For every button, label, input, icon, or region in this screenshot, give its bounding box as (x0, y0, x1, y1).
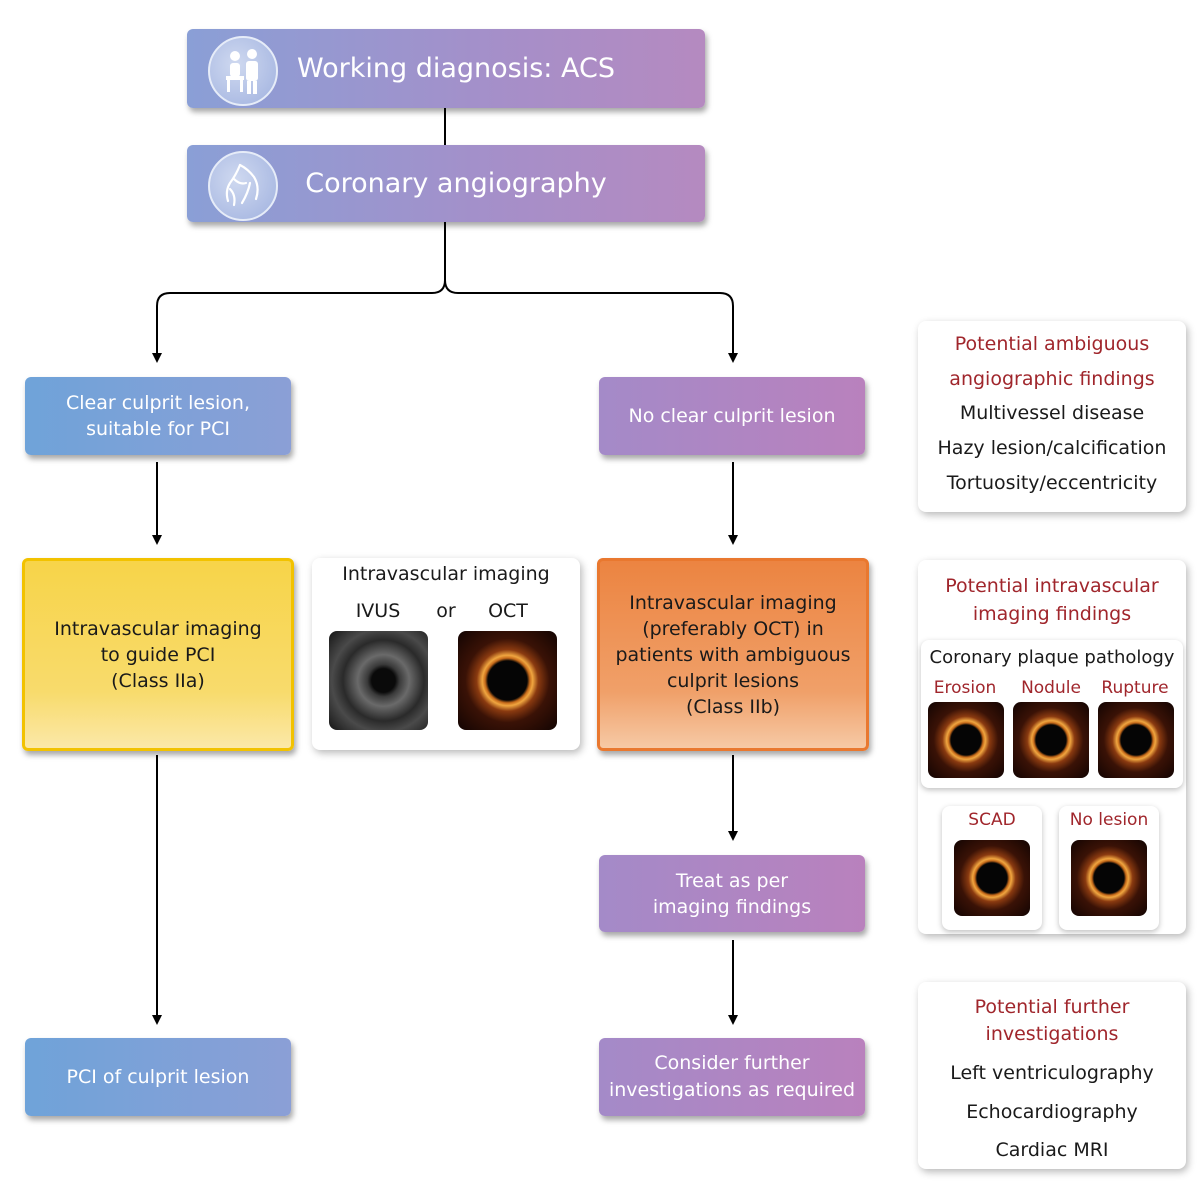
ambiguous-item: Multivessel disease (959, 402, 1145, 424)
rupture-image (1098, 702, 1174, 778)
scad-subpanel: SCAD (942, 806, 1042, 930)
ivf-title-line-1: Potential intravascular (945, 575, 1159, 597)
ivus-label: IVUS (355, 600, 401, 622)
further-title-line-1: Potential further (974, 996, 1130, 1018)
treat-as-per-box: Treat as per imaging findings (599, 855, 865, 932)
connector-angiography-split-right (444, 279, 738, 363)
clear-culprit-line-2: suitable for PCI (86, 418, 230, 440)
ivi-guide-line-2: to guide PCI (100, 643, 216, 666)
scad-label: SCAD (968, 810, 1016, 830)
rupture-label: Rupture (1101, 678, 1169, 698)
treat-line-1: Treat as per (675, 869, 789, 892)
plaque-pathology-subpanel: Coronary plaque pathology Erosion Nodule… (921, 640, 1183, 788)
scad-image (954, 840, 1030, 916)
ivus-image (329, 631, 428, 730)
ivi-oct-line-4: culprit lesions (666, 669, 800, 692)
consider-line-2: investigations as required (608, 1079, 856, 1101)
imaging-panel-title: Intravascular imaging (342, 563, 550, 585)
no-lesion-subpanel: No lesion (1059, 806, 1159, 930)
ambiguous-item: Tortuosity/eccentricity (946, 472, 1158, 494)
clear-culprit-line-1: Clear culprit lesion, (66, 392, 250, 414)
or-label: or (436, 600, 456, 622)
further-item: Cardiac MRI (995, 1139, 1109, 1161)
ivi-oct-line-3: patients with ambiguous (615, 643, 851, 666)
no-lesion-image (1071, 840, 1147, 916)
ambiguous-findings-panel: Potential ambiguous angiographic finding… (918, 321, 1186, 512)
further-item: Left ventriculography (950, 1062, 1154, 1084)
oct-label: OCT (488, 600, 528, 622)
clinician-patient-icon (208, 36, 278, 106)
ivi-guide-line-1: Intravascular imaging (54, 617, 262, 640)
no-clear-culprit-lesion-box: No clear culprit lesion (599, 377, 865, 455)
no-lesion-label: No lesion (1069, 810, 1149, 830)
further-item: Echocardiography (966, 1101, 1138, 1123)
connector-angiography-split (152, 222, 446, 363)
intravascular-findings-panel: Potential intravascular imaging findings… (918, 560, 1186, 934)
working-diagnosis-label: Working diagnosis: ACS (297, 53, 615, 84)
ivi-oct-line-2: (preferably OCT) in (642, 617, 824, 640)
erosion-label: Erosion (933, 678, 997, 698)
further-title-line-2: investigations (985, 1023, 1119, 1045)
further-investigations-panel: Potential further investigations Left ve… (918, 982, 1186, 1169)
clear-culprit-lesion-box: Clear culprit lesion, suitable for PCI (25, 377, 291, 455)
ivi-oct-class: (Class IIb) (685, 695, 781, 718)
ivi-preferably-oct-box: Intravascular imaging (preferably OCT) i… (597, 558, 869, 751)
ambiguous-title-line-1: Potential ambiguous (954, 333, 1150, 355)
consider-line-1: Consider further (654, 1052, 810, 1074)
heart-vessels-icon (208, 151, 278, 221)
treat-line-2: imaging findings (652, 895, 812, 918)
pci-culprit-label: PCI of culprit lesion (66, 1066, 250, 1088)
ivi-guide-class: (Class IIa) (111, 669, 205, 692)
ivi-oct-line-1: Intravascular imaging (629, 591, 837, 614)
oct-image (458, 631, 557, 730)
ivf-title-line-2: imaging findings (972, 603, 1132, 625)
plaque-pathology-title: Coronary plaque pathology (929, 647, 1175, 668)
nodule-image (1013, 702, 1089, 778)
consider-further-box: Consider further investigations as requi… (599, 1038, 865, 1116)
ivi-guide-pci-box: Intravascular imaging to guide PCI (Clas… (22, 558, 294, 751)
pci-culprit-lesion-box: PCI of culprit lesion (25, 1038, 291, 1116)
nodule-label: Nodule (1021, 678, 1081, 698)
ambiguous-title-line-2: angiographic findings (949, 368, 1155, 390)
ambiguous-item: Hazy lesion/calcification (937, 437, 1167, 459)
erosion-image (928, 702, 1004, 778)
coronary-angiography-label: Coronary angiography (305, 168, 607, 199)
no-clear-culprit-label: No clear culprit lesion (628, 405, 836, 427)
intravascular-imaging-panel: Intravascular imaging IVUS or OCT (312, 558, 580, 750)
